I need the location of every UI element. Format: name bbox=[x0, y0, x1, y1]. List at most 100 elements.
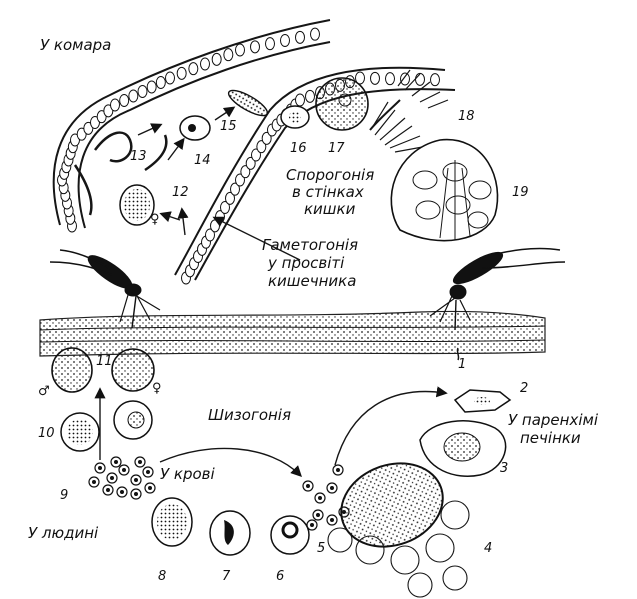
merozoite-nucleus bbox=[92, 480, 96, 484]
merozoite-nucleus bbox=[336, 468, 340, 472]
epithelium-cell bbox=[146, 80, 157, 94]
epithelium-cell bbox=[225, 191, 235, 205]
epithelium-cell bbox=[211, 52, 222, 66]
epithelium-cell bbox=[251, 148, 261, 162]
merozoite-nucleus bbox=[306, 484, 310, 488]
sporozoite-1 bbox=[456, 347, 460, 361]
epithelium-cell bbox=[176, 66, 187, 80]
cycle-arrows bbox=[94, 106, 448, 477]
epithelium-cell bbox=[310, 27, 320, 41]
label-sporogony-3: кишки bbox=[304, 200, 356, 218]
schizont-8 bbox=[151, 497, 193, 547]
stage-number-15: 15 bbox=[220, 119, 237, 134]
label-sporogony-1: Спорогонія bbox=[286, 166, 374, 184]
epithelium-cell bbox=[256, 140, 267, 154]
epithelium-cell bbox=[220, 201, 230, 214]
stage-number-13: 13 bbox=[130, 149, 147, 164]
label-gametogony-2: у просвіті bbox=[267, 254, 345, 272]
epithelium-cell bbox=[119, 94, 130, 107]
merozoite-nucleus bbox=[110, 476, 114, 480]
epithelium-cell bbox=[235, 43, 245, 57]
liver-schizont-4 bbox=[327, 462, 470, 598]
gametocyte-male-11 bbox=[51, 347, 93, 393]
merozoite-nucleus bbox=[148, 486, 152, 490]
skin-layer bbox=[39, 310, 546, 357]
stage-number-17: 17 bbox=[328, 141, 345, 156]
epithelium-cell bbox=[370, 71, 380, 85]
epithelium-cell bbox=[223, 48, 234, 62]
ring-stage-6 bbox=[270, 515, 310, 555]
epithelium-cell bbox=[295, 30, 305, 44]
label-liver-2: печінки bbox=[520, 429, 581, 447]
epithelium-cell bbox=[415, 72, 425, 86]
zygote-14 bbox=[179, 115, 211, 141]
stage-number-10: 10 bbox=[38, 426, 55, 441]
female-symbol-upper: ♀ bbox=[150, 212, 160, 227]
label-in-blood: У крові bbox=[160, 465, 216, 483]
mosquito-gut-epithelium bbox=[52, 19, 456, 285]
epithelium-cell bbox=[430, 73, 440, 87]
merozoite-nucleus bbox=[330, 518, 334, 522]
erythrocyte-10-left bbox=[60, 412, 100, 452]
mosquito-left bbox=[49, 249, 161, 329]
merozoite-nucleus bbox=[134, 478, 138, 482]
stage-number-12: 12 bbox=[172, 185, 189, 200]
female-symbol-lower: ♀ bbox=[152, 381, 162, 396]
stage-number-8: 8 bbox=[158, 569, 166, 584]
ookinete-13 bbox=[73, 131, 168, 216]
stage-number-18: 18 bbox=[458, 109, 475, 124]
sporozoites-18 bbox=[369, 69, 449, 153]
label-in-human: У людині bbox=[28, 524, 99, 542]
epithelium-cell bbox=[128, 89, 139, 103]
epithelium-cell bbox=[355, 71, 365, 85]
stage-number-5: 5 bbox=[317, 541, 325, 556]
stage-number-4: 4 bbox=[484, 541, 492, 556]
epithelium-cell bbox=[250, 40, 260, 54]
stage-number-7: 7 bbox=[222, 569, 231, 584]
epithelium-cell bbox=[240, 165, 251, 179]
stage-number-9: 9 bbox=[60, 488, 68, 503]
stage-number-11: 11 bbox=[96, 354, 113, 369]
stage-numbers: 1 2 3 4 5 6 7 8 9 10 11 12 13 14 15 16 1… bbox=[38, 109, 529, 584]
epithelium-cell bbox=[137, 85, 148, 98]
merozoite-nucleus bbox=[316, 513, 320, 517]
male-symbol: ♂ bbox=[38, 384, 50, 399]
merozoite-nucleus bbox=[120, 490, 124, 494]
epithelium-cell bbox=[265, 37, 275, 51]
liver-cell-3 bbox=[419, 420, 507, 477]
epithelium-cell bbox=[305, 89, 315, 103]
merozoite-nucleus bbox=[146, 470, 150, 474]
merozoite-nucleus bbox=[138, 460, 142, 464]
epithelium-cell bbox=[205, 228, 215, 242]
merozoite-nucleus bbox=[114, 460, 118, 464]
merozoites-9 bbox=[88, 456, 156, 500]
epithelium-cell bbox=[400, 72, 410, 86]
epithelium-cell bbox=[295, 93, 305, 107]
epithelium-cell bbox=[188, 62, 199, 76]
stage-number-16: 16 bbox=[290, 141, 307, 156]
oocyst-17 bbox=[315, 77, 369, 131]
label-sporogony-2: в стінках bbox=[292, 183, 364, 201]
gametocyte-12-upper bbox=[119, 184, 155, 226]
label-gametogony-1: Гаметогонія bbox=[262, 236, 358, 254]
stage-number-6: 6 bbox=[276, 569, 284, 584]
salivary-gland-19 bbox=[390, 138, 499, 242]
epithelium-cell bbox=[200, 57, 210, 71]
merozoite-nucleus bbox=[330, 486, 334, 490]
epithelium-cells bbox=[57, 27, 440, 285]
label-liver-1: У паренхімі bbox=[508, 411, 599, 429]
oocyst-16 bbox=[280, 105, 310, 129]
trophozoite-7 bbox=[209, 510, 251, 556]
merozoite-nucleus bbox=[318, 496, 322, 500]
stage-number-2: 2 bbox=[520, 381, 528, 396]
gametocyte-female-11 bbox=[111, 348, 155, 392]
merozoite-nucleus bbox=[106, 488, 110, 492]
stage-number-14: 14 bbox=[194, 153, 211, 168]
epithelium-cell bbox=[165, 71, 175, 85]
epithelium-cell bbox=[385, 72, 395, 86]
label-gametogony-3: кишечника bbox=[268, 272, 356, 290]
merozoite-nucleus bbox=[310, 523, 314, 527]
merozoite-nucleus bbox=[98, 466, 102, 470]
label-schizogony: Шизогонія bbox=[208, 406, 291, 424]
